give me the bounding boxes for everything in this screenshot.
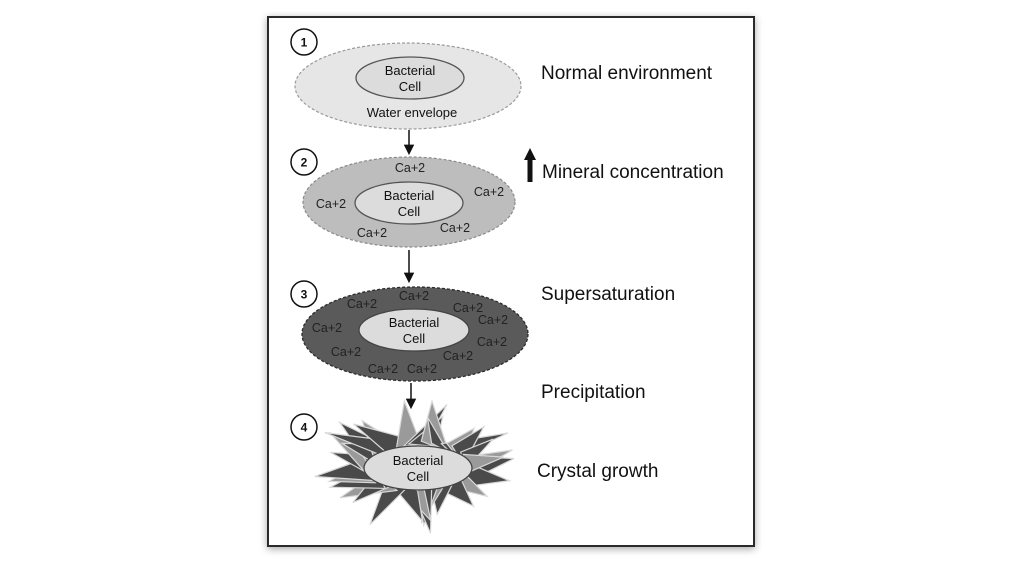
stage-number-badge — [290, 148, 318, 176]
calcium-ion: Ca+2 — [368, 362, 398, 376]
stage-label: Mineral concentration — [542, 162, 724, 183]
calcium-ion: Ca+2 — [316, 197, 346, 211]
bacterial-cell — [358, 308, 470, 352]
calcium-ion: Ca+2 — [357, 226, 387, 240]
calcium-ion: Ca+2 — [407, 362, 437, 376]
cell-label-line2: Cell — [398, 204, 421, 219]
calcium-ion: Ca+2 — [477, 335, 507, 349]
increase-arrow-head-icon — [524, 148, 536, 160]
stage-1: 1 Bacterial Cell Water envelope Normal e… — [290, 28, 713, 130]
cell-label-line1: Bacterial — [393, 453, 444, 468]
precipitation-label: Precipitation — [541, 382, 646, 403]
stage-label: Supersaturation — [541, 284, 675, 305]
bacterial-cell — [354, 181, 464, 225]
calcium-ion: Ca+2 — [347, 297, 377, 311]
stage-label: Crystal growth — [537, 461, 658, 482]
bacterial-cell — [355, 56, 465, 100]
calcite-crystals — [314, 398, 515, 534]
stage-number: 1 — [301, 36, 308, 50]
stage-number: 3 — [301, 288, 308, 302]
stage-number-badge — [290, 280, 318, 308]
calcium-ion: Ca+2 — [399, 289, 429, 303]
stage-number-badge — [290, 413, 318, 441]
increase-arrow-icon — [527, 158, 533, 182]
cell-label-line2: Cell — [399, 79, 422, 94]
stage-number-badge — [290, 28, 318, 56]
stage-number: 2 — [301, 156, 308, 170]
cell-label-line2: Cell — [407, 469, 430, 484]
calcium-ion: Ca+2 — [395, 161, 425, 175]
calcium-ion: Ca+2 — [312, 321, 342, 335]
calcium-ion: Ca+2 — [331, 345, 361, 359]
bacterial-cell — [363, 445, 473, 491]
cell-label-line1: Bacterial — [384, 188, 435, 203]
water-envelope-label: Water envelope — [367, 105, 458, 120]
stage-4: 4 Bacterial Cell Crystal growth — [290, 398, 658, 534]
calcium-ion: Ca+2 — [453, 301, 483, 315]
cell-label-line1: Bacterial — [385, 63, 436, 78]
calcium-ion: Ca+2 — [440, 221, 470, 235]
stage-2: 2 Bacterial Cell Ca+2 Ca+2 Ca+2 Ca+2 Ca+… — [290, 148, 724, 248]
cell-label-line1: Bacterial — [389, 315, 440, 330]
stage-label: Normal environment — [541, 63, 713, 84]
stage-number: 4 — [301, 421, 308, 435]
cell-label-line2: Cell — [403, 331, 426, 346]
stage-3: 3 Bacterial Cell Ca+2 Ca+2 Ca+2 Ca+2 Ca+… — [290, 280, 675, 382]
calcium-ion: Ca+2 — [443, 349, 473, 363]
calcium-ion: Ca+2 — [478, 313, 508, 327]
calcium-ion: Ca+2 — [474, 185, 504, 199]
